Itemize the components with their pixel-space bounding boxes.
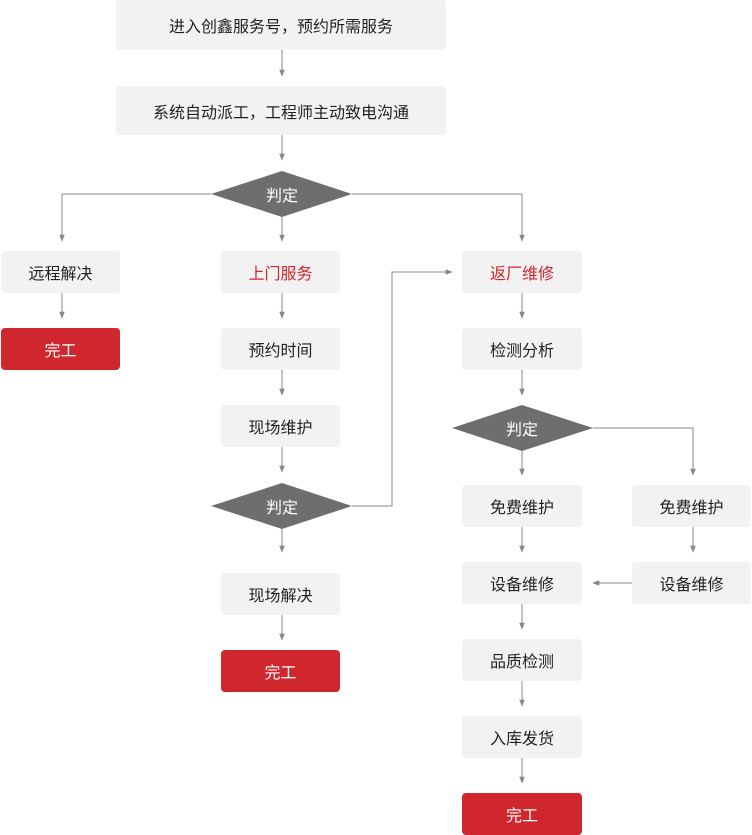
connector-decision-to-free-b <box>593 427 696 476</box>
decision-label-onsite: 判定 <box>265 498 298 517</box>
step-device-repair-b: 设备维修 <box>632 562 751 604</box>
connectors <box>59 50 696 784</box>
step-factory-done: 完工 <box>462 793 582 835</box>
step-onsite-service: 上门服务 <box>221 251 340 293</box>
step-free-repair-a: 免费维护 <box>462 485 582 527</box>
step-start: 进入创鑫服务号，预约所需服务 <box>116 0 446 50</box>
step-factory-return: 返厂维修 <box>462 251 582 293</box>
decision-label-main: 判定 <box>265 186 298 205</box>
step-onsite-solve: 现场解决 <box>221 573 340 615</box>
step-remote-done: 完工 <box>1 328 120 370</box>
step-onsite-repair: 现场维护 <box>221 405 340 447</box>
decision-diamond-main <box>211 171 352 217</box>
step-onsite-done: 完工 <box>221 650 340 692</box>
step-ship: 入库发货 <box>462 716 582 758</box>
connector-decision-to-remote <box>59 193 211 242</box>
decision-diamond-factory <box>452 405 593 451</box>
decision-diamond-onsite <box>211 483 352 529</box>
step-book-time: 预约时间 <box>221 328 340 370</box>
connector-onsite-decision-to-factory <box>352 269 453 507</box>
step-dispatch: 系统自动派工，工程师主动致电沟通 <box>116 86 446 135</box>
step-quality-check: 品质检测 <box>462 639 582 681</box>
connector-decision-to-factory <box>352 193 525 242</box>
step-inspect: 检测分析 <box>462 328 582 370</box>
step-free-repair-b: 免费维护 <box>632 485 751 527</box>
decision-label-factory: 判定 <box>505 420 538 439</box>
step-remote-solve: 远程解决 <box>1 251 120 293</box>
step-device-repair-a: 设备维修 <box>462 562 582 604</box>
